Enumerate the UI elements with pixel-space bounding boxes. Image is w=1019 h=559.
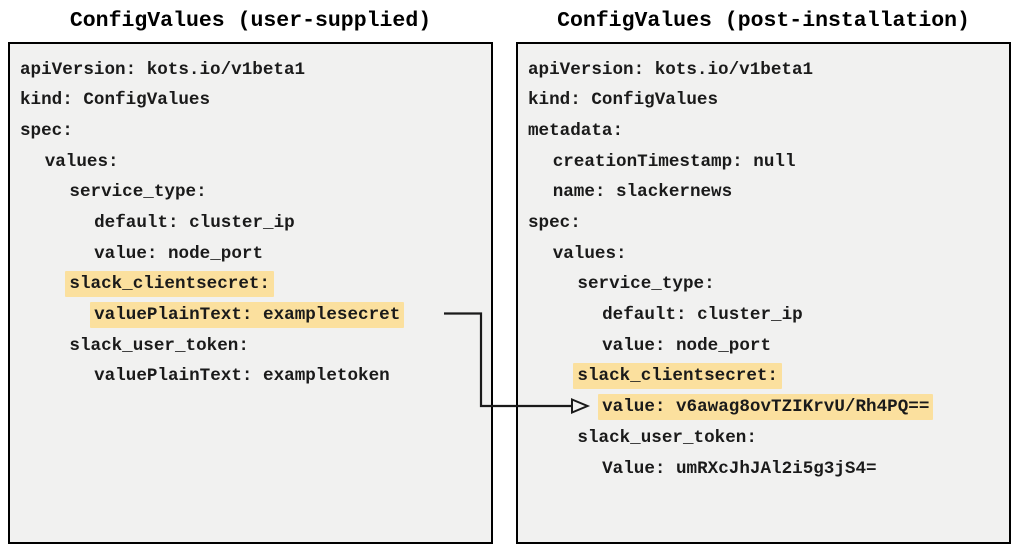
yaml-line: Value: umRXcJhJAl2i5g3jS4= — [518, 454, 1009, 485]
yaml-line: spec: — [10, 116, 491, 147]
yaml-line-text: valuePlainText: examplesecret — [90, 302, 405, 329]
yaml-line-text: apiVersion: kots.io/v1beta1 — [528, 59, 814, 80]
yaml-line: values: — [10, 147, 491, 178]
yaml-line-text: value: v6awag8ovTZIKrvU/Rh4PQ== — [598, 394, 934, 421]
yaml-line: default: cluster_ip — [10, 208, 491, 239]
yaml-line-text: metadata: — [528, 120, 624, 141]
yaml-line-text: valuePlainText: exampletoken — [94, 366, 390, 387]
panel-title-user-supplied: ConfigValues (user-supplied) — [69, 9, 432, 33]
yaml-line-text: default: cluster_ip — [602, 305, 803, 326]
yaml-line-text: values: — [44, 151, 119, 172]
yaml-line-text: Value: umRXcJhJAl2i5g3jS4= — [602, 458, 877, 479]
yaml-line-text: spec: — [528, 213, 581, 234]
yaml-line: slack_user_token: — [518, 423, 1009, 454]
yaml-line-text: value: node_port — [94, 243, 264, 264]
yaml-line-text: value: node_port — [602, 335, 772, 356]
yaml-line: kind: ConfigValues — [518, 85, 1009, 116]
yaml-line: apiVersion: kots.io/v1beta1 — [518, 55, 1009, 86]
yaml-line-text: spec: — [20, 120, 73, 141]
yaml-line: slack_clientsecret: — [10, 269, 491, 300]
yaml-line: kind: ConfigValues — [10, 85, 491, 116]
yaml-line: value: v6awag8ovTZIKrvU/Rh4PQ== — [518, 392, 1009, 423]
panel-title-post-installation: ConfigValues (post-installation) — [557, 9, 970, 33]
yaml-line: value: node_port — [518, 331, 1009, 362]
yaml-line: slack_clientsecret: — [518, 361, 1009, 392]
yaml-line: spec: — [518, 208, 1009, 239]
yaml-line-text: default: cluster_ip — [94, 213, 295, 234]
yaml-line-text: values: — [552, 243, 627, 264]
yaml-line-text: slack_user_token: — [69, 335, 249, 356]
config-panel-post-installation: apiVersion: kots.io/v1beta1 kind: ConfigV… — [516, 42, 1011, 544]
yaml-line: name: slackernews — [518, 177, 1009, 208]
yaml-line: creationTimestamp: null — [518, 147, 1009, 178]
yaml-line: valuePlainText: examplesecret — [10, 300, 491, 331]
yaml-line: service_type: — [10, 177, 491, 208]
yaml-line: service_type: — [518, 269, 1009, 300]
yaml-line-text: service_type: — [577, 274, 715, 295]
yaml-line: apiVersion: kots.io/v1beta1 — [10, 55, 491, 86]
yaml-line: values: — [518, 239, 1009, 270]
yaml-line-text: creationTimestamp: null — [552, 151, 796, 172]
yaml-line-text: service_type: — [69, 182, 207, 203]
yaml-line: slack_user_token: — [10, 331, 491, 362]
yaml-line-text: slack_clientsecret: — [65, 271, 274, 298]
yaml-line-text: kind: ConfigValues — [20, 90, 211, 111]
yaml-line-text: slack_clientsecret: — [573, 363, 782, 390]
yaml-line: metadata: — [518, 116, 1009, 147]
yaml-line: value: node_port — [10, 239, 491, 270]
yaml-line-text: kind: ConfigValues — [528, 90, 719, 111]
yaml-line-text: slack_user_token: — [577, 427, 757, 448]
yaml-line: valuePlainText: exampletoken — [10, 361, 491, 392]
yaml-line-text: apiVersion: kots.io/v1beta1 — [20, 59, 306, 80]
yaml-line: default: cluster_ip — [518, 300, 1009, 331]
config-panel-user-supplied: apiVersion: kots.io/v1beta1 kind: ConfigV… — [8, 42, 493, 544]
yaml-line-text: name: slackernews — [552, 182, 733, 203]
